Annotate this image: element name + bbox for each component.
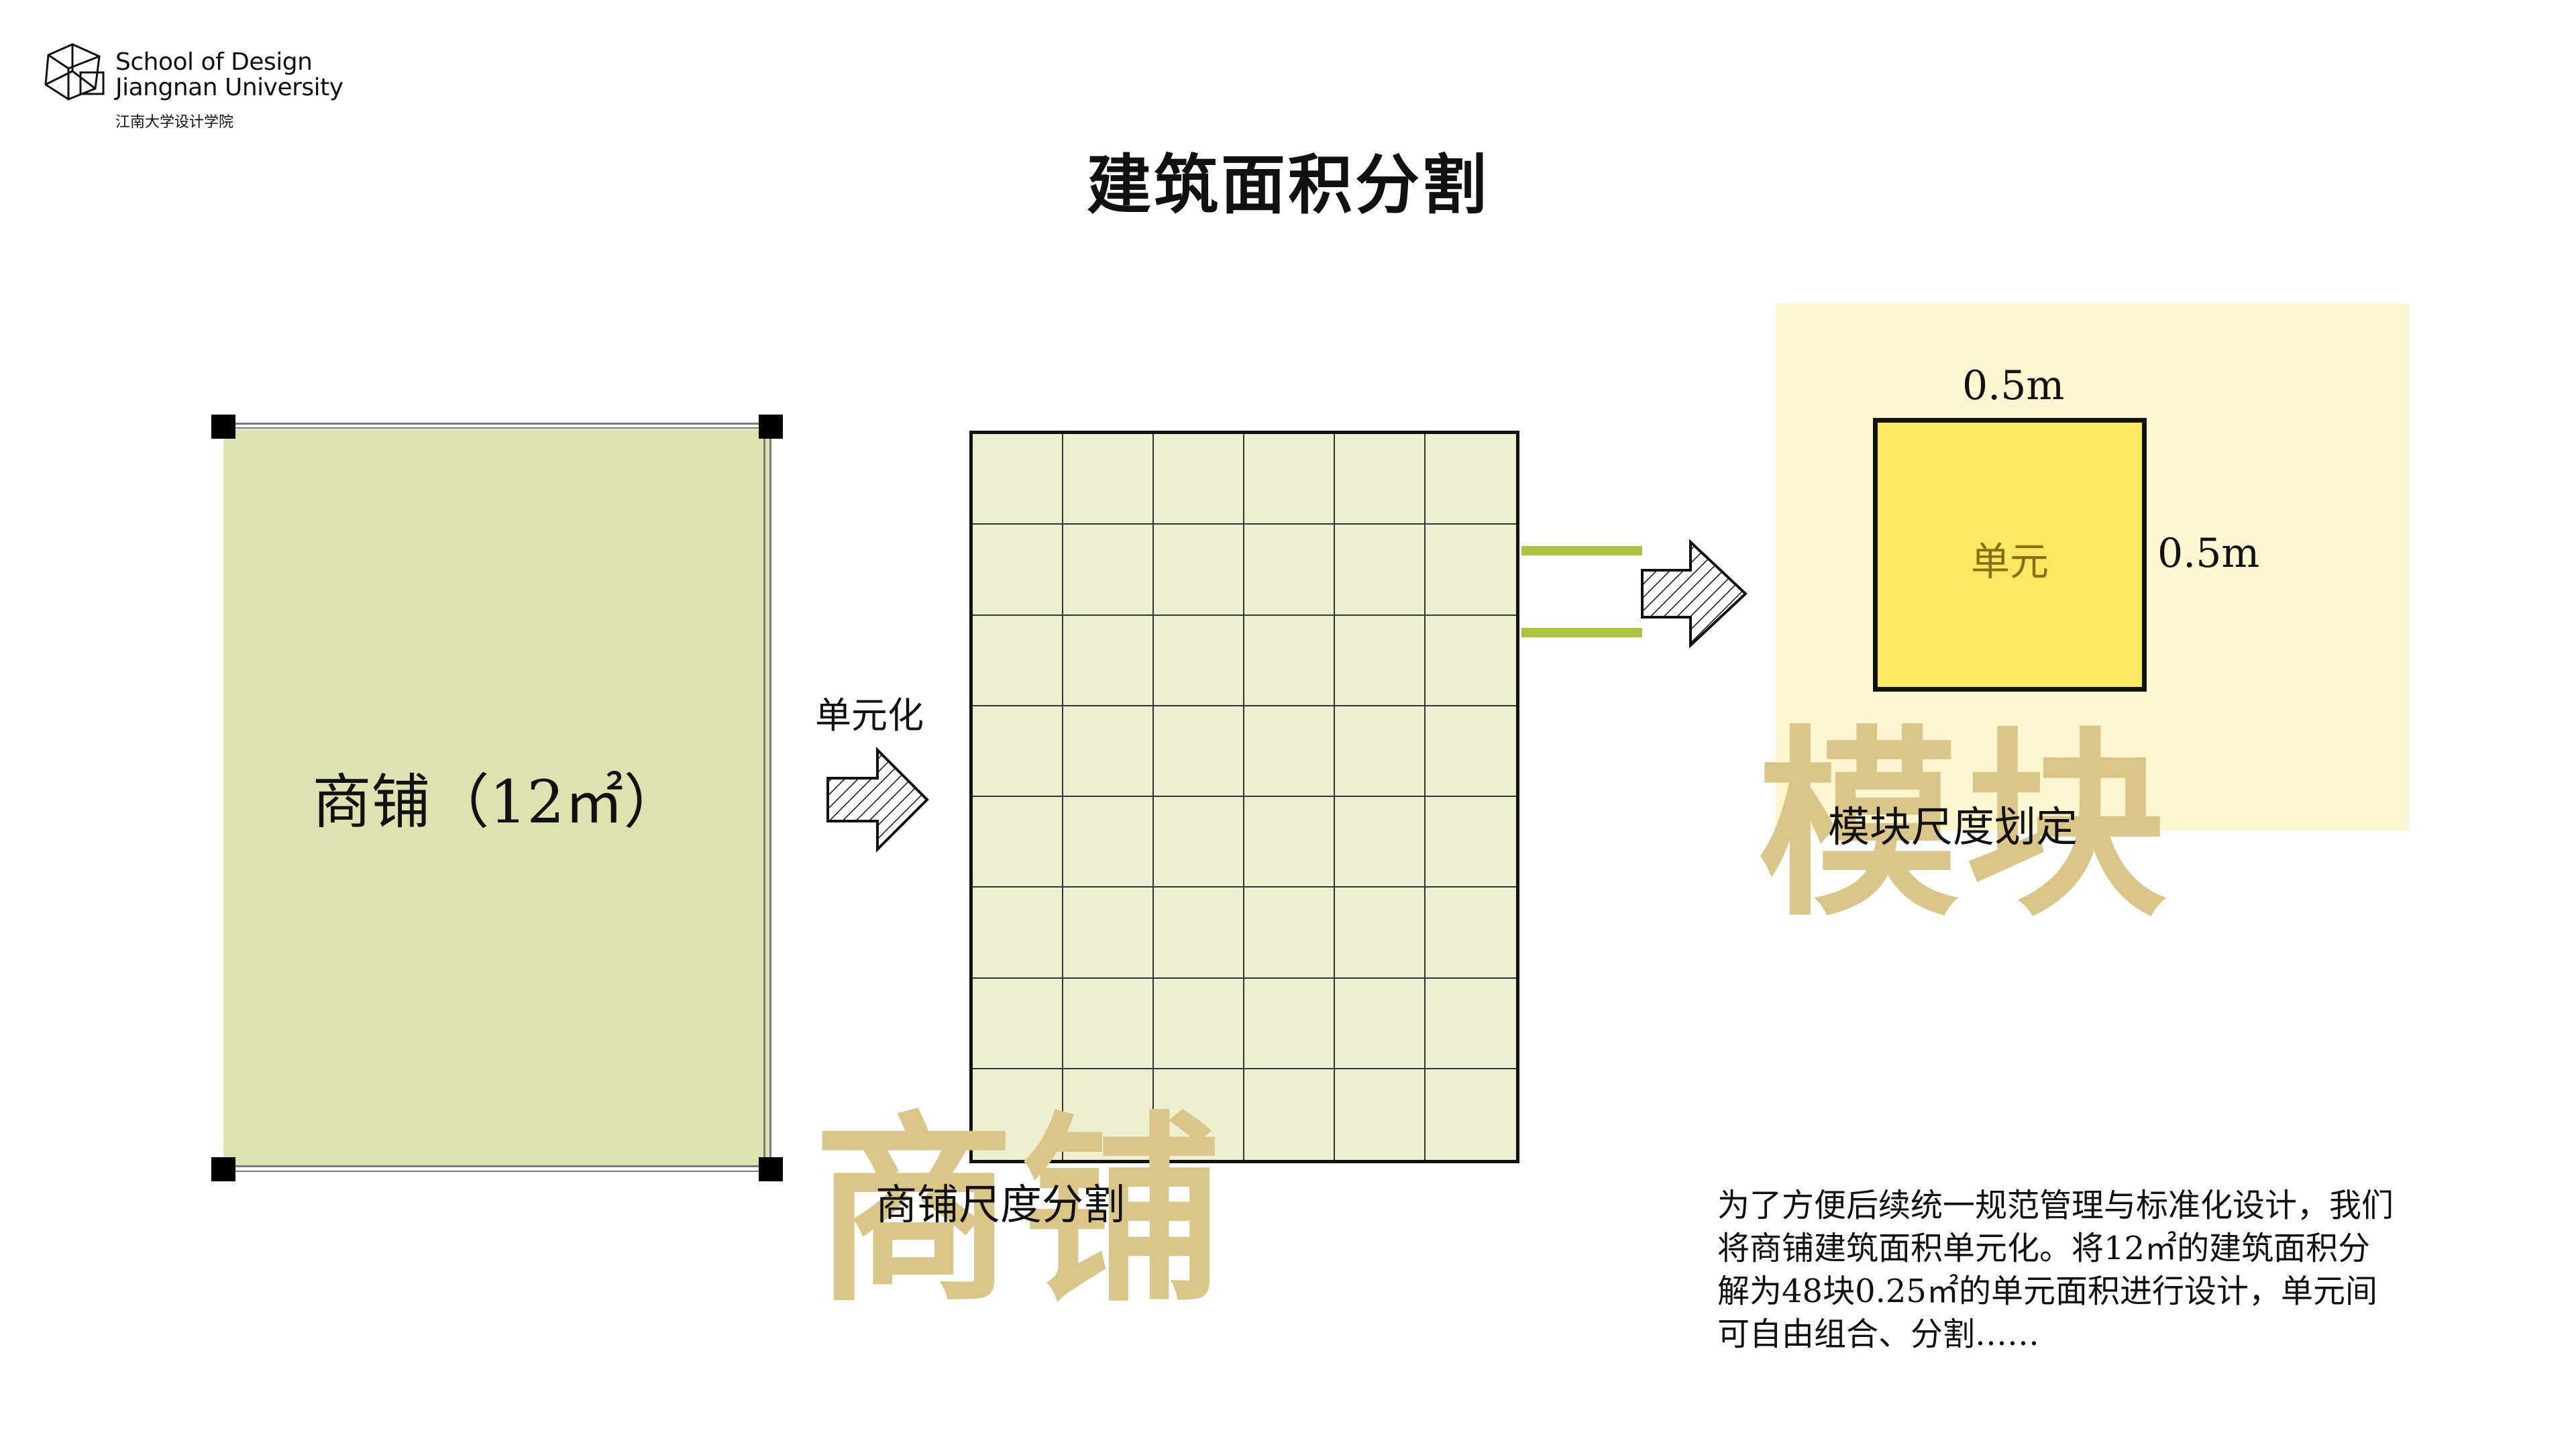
logo-chinese-name: 江南大学设计学院 [115,114,234,131]
hatched-arrow-icon [826,747,929,853]
grid-cell [1244,978,1335,1069]
logo-school-name: School of Design [115,48,313,76]
grid-cell [1154,978,1244,1069]
grid-cell [1426,979,1516,1069]
connector-line-lower [1521,628,1642,637]
logo-university-name: Jiangnan University [115,74,343,101]
connector-line-upper [1521,546,1642,555]
grid-cell [1426,525,1516,616]
grid-cell [1335,525,1426,616]
description-line: 解为48块0.25㎡的单元面积进行设计，单元间 [1717,1273,2377,1310]
grid-cell [1063,615,1154,706]
grid-cell [1335,1069,1426,1160]
module-watermark: 模块 [1758,706,2174,943]
shop-division-grid [969,431,1519,1163]
shop-area-label: 商铺（12㎡） [312,767,683,837]
school-logo-icon [44,43,105,101]
grid-cell [1154,888,1244,979]
shop-bottom-line [223,1165,771,1167]
shop-division-caption: 商铺尺度分割 [875,1180,1126,1229]
grid-cell [1154,434,1244,525]
description-line: 为了方便后续统一规范管理与标准化设计，我们 [1717,1187,2394,1224]
grid-cell [1063,706,1154,797]
grid-cell [973,978,1063,1069]
hatched-arrow-icon-2 [1641,539,1748,649]
grid-cell [1426,706,1516,797]
unit-square [1873,418,2147,692]
grid-cell [1244,615,1335,706]
grid-cell [1426,616,1516,706]
grid-cell [973,434,1063,525]
unitization-label: 单元化 [815,694,924,737]
page-title: 建筑面积分割 [1087,147,1489,223]
grid-cell [973,525,1063,616]
shop-top-line [223,423,771,425]
description-line: 将商铺建筑面积单元化。将12㎡的建筑面积分 [1717,1230,2371,1267]
grid-cell [1426,797,1516,888]
grid-cell [1335,888,1426,979]
grid-cell [1154,525,1244,616]
shop-right-line [763,429,765,1165]
grid-cell [1063,978,1154,1069]
grid-cell [1063,1069,1154,1160]
grid-cell [1244,434,1335,525]
description-text: 为了方便后续统一规范管理与标准化设计，我们 将商铺建筑面积单元化。将12㎡的建筑… [1717,1184,2428,1356]
corner-handle-top-right [759,415,783,439]
grid-cell [1335,615,1426,706]
corner-handle-bottom-right [759,1157,783,1181]
corner-handle-top-left [211,415,235,439]
grid-cell [1063,888,1154,979]
module-scale-caption: 模块尺度划定 [1828,802,2078,851]
grid-cell [1063,525,1154,616]
shop-right-line-outer [769,429,771,1165]
shop-top-line-inner [223,427,771,429]
grid-cell [1244,525,1335,616]
shop-bottom-line-outer [223,1171,771,1172]
grid-cell [973,797,1063,888]
grid-cell [973,1069,1063,1160]
grid-cell [1154,706,1244,797]
grid-cell [1244,888,1335,979]
grid-cell [973,888,1063,979]
grid-cell [1154,797,1244,888]
grid-cell [973,706,1063,797]
school-logo: School of Design Jiangnan University 江南大… [42,39,350,140]
grid-cell [1244,706,1335,797]
grid-cell [1244,797,1335,888]
grid-cell [1063,797,1154,888]
shop-watermark: 商铺 [813,1092,1229,1329]
unit-width-dimension: 0.5m [1962,362,2065,409]
grid-cell [1426,888,1516,979]
corner-handle-bottom-left [211,1157,235,1181]
grid-cell [1335,797,1426,888]
grid-cell [1335,978,1426,1069]
description-line: 可自由组合、分割…… [1717,1316,2040,1353]
unit-height-dimension: 0.5m [2157,530,2260,577]
grid-cell [1244,1069,1335,1160]
grid-cell [1063,434,1154,525]
grid-cell [1426,1069,1516,1160]
shop-area-block [211,415,783,1181]
shop-area-fill [223,429,770,1165]
grid-cell [1335,706,1426,797]
grid-cell [1154,1069,1244,1160]
grid-cell [973,615,1063,706]
grid-cell [1335,434,1426,525]
grid-cell [1154,615,1244,706]
unit-label: 单元 [1970,539,2049,584]
grid-cell [1426,434,1516,525]
